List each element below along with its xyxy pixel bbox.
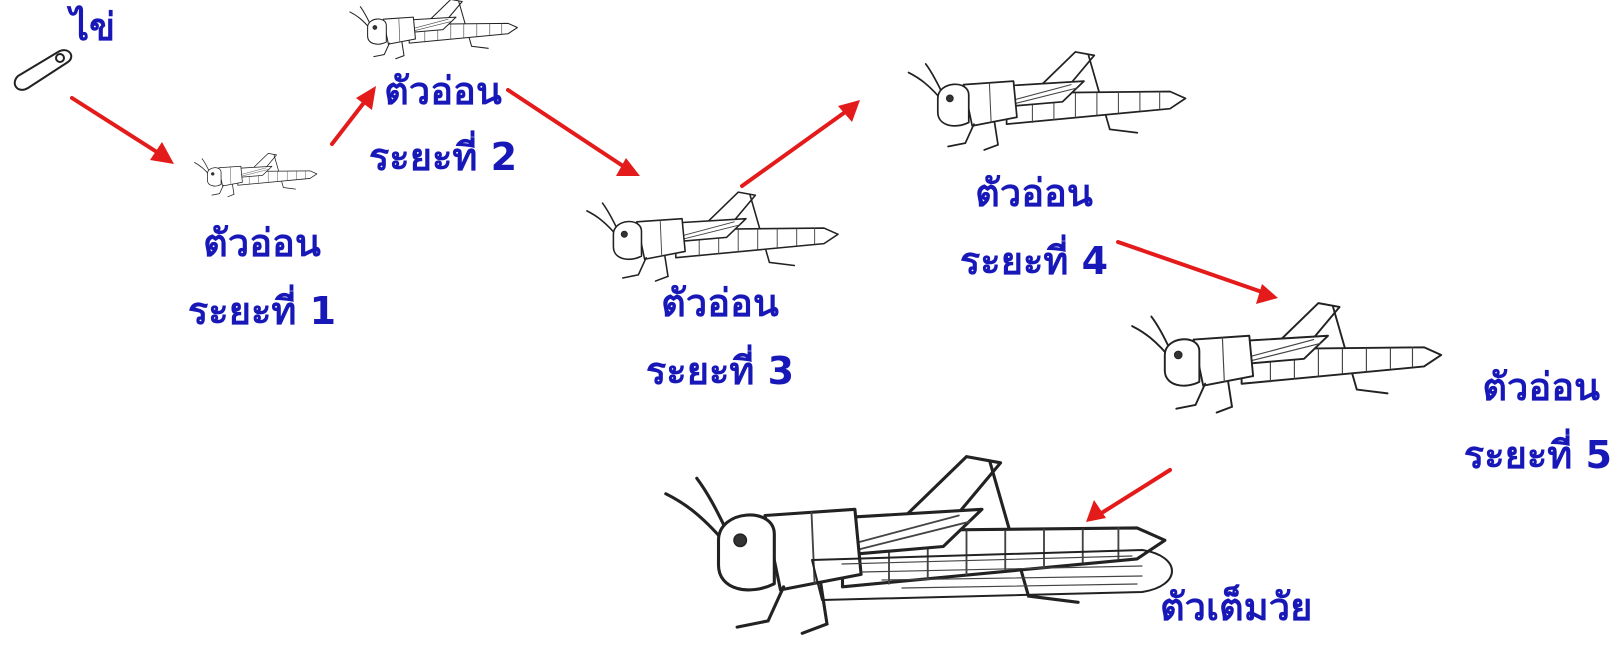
label-nymph4-instar: ระยะที่ 4 xyxy=(960,242,1108,280)
grasshopper-egg-icon xyxy=(15,50,72,90)
label-nymph2-instar: ระยะที่ 2 xyxy=(369,138,517,176)
grasshopper-nymph-4-icon xyxy=(909,52,1186,150)
red-arrow-icon xyxy=(1086,470,1170,522)
label-nymph2-name: ตัวอ่อน xyxy=(384,72,502,110)
label-nymph1-instar: ระยะที่ 1 xyxy=(188,292,336,330)
label-egg: ไข่ xyxy=(70,8,115,46)
grasshopper-nymph-2-icon xyxy=(350,0,517,59)
label-nymph3-name: ตัวอ่อน xyxy=(661,284,779,322)
red-arrow-icon xyxy=(1118,242,1278,304)
grasshopper-nymph-1-icon xyxy=(194,153,316,196)
red-arrow-icon xyxy=(742,100,860,186)
label-nymph5-name: ตัวอ่อน xyxy=(1482,368,1600,406)
label-nymph3-instar: ระยะที่ 3 xyxy=(646,352,794,390)
grasshopper-nymph-5-icon xyxy=(1132,303,1441,412)
label-nymph4-name: ตัวอ่อน xyxy=(975,174,1093,212)
grasshopper-nymph-3-icon xyxy=(587,192,838,281)
red-arrow-icon xyxy=(508,90,640,176)
grasshopper-adult-icon xyxy=(666,457,1172,634)
label-nymph5-instar: ระยะที่ 5 xyxy=(1464,436,1612,474)
label-nymph1-name: ตัวอ่อน xyxy=(203,224,321,262)
label-adult: ตัวเต็มวัย xyxy=(1160,588,1312,626)
red-arrow-icon xyxy=(72,98,174,164)
